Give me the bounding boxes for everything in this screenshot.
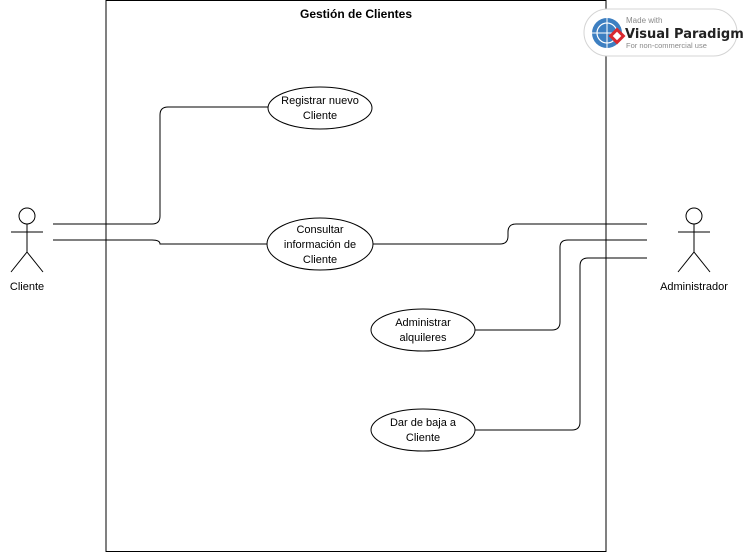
use-case-administrar-line1: Administrar xyxy=(395,317,451,329)
use-case-baja-line1: Dar de baja a xyxy=(390,417,457,429)
use-case-registrar-line1: Registrar nuevo xyxy=(281,95,359,107)
use-case-baja-line2: Cliente xyxy=(406,432,440,444)
watermark-badge: Made with Visual Paradigm For non-commer… xyxy=(583,8,744,57)
use-case-registrar-cliente[interactable] xyxy=(267,86,373,130)
visual-paradigm-logo-icon xyxy=(592,18,626,48)
actor-leg-left xyxy=(677,251,695,273)
association-cliente-consultar xyxy=(53,239,267,245)
system-title: Gestión de Clientes xyxy=(300,7,412,21)
use-case-consultar-cliente[interactable] xyxy=(266,217,374,271)
system-boundary xyxy=(105,0,607,552)
use-case-dar-baja-cliente[interactable] xyxy=(370,408,476,452)
associations xyxy=(53,106,647,431)
watermark-brand: Visual Paradigm xyxy=(625,27,744,42)
actor-administrador-figure xyxy=(677,207,711,273)
actor-leg-left xyxy=(10,251,28,273)
use-case-administrar-line2: alquileres xyxy=(399,332,447,344)
association-admin-alquileres xyxy=(474,239,647,331)
use-case-consultar-line2: información de xyxy=(284,239,356,251)
watermark-note: For non-commercial use xyxy=(626,41,707,50)
use-case-registrar-line2: Cliente xyxy=(303,110,337,122)
actor-head xyxy=(685,207,703,225)
use-case-consultar-line3: Cliente xyxy=(303,254,337,266)
actor-head xyxy=(18,207,36,225)
association-admin-consultar xyxy=(373,223,647,245)
actor-leg-right xyxy=(693,251,711,273)
association-cliente-registrar xyxy=(53,106,268,225)
actor-cliente-label: Cliente xyxy=(10,281,44,293)
actor-cliente-figure xyxy=(10,207,44,273)
watermark-frame xyxy=(583,8,738,57)
watermark-made-with: Made with xyxy=(626,16,662,25)
actor-administrador-label: Administrador xyxy=(660,281,728,293)
use-case-administrar-alquileres[interactable] xyxy=(370,308,476,352)
association-admin-baja xyxy=(474,257,647,431)
actor-leg-right xyxy=(26,251,44,273)
use-case-consultar-line1: Consultar xyxy=(296,224,343,236)
